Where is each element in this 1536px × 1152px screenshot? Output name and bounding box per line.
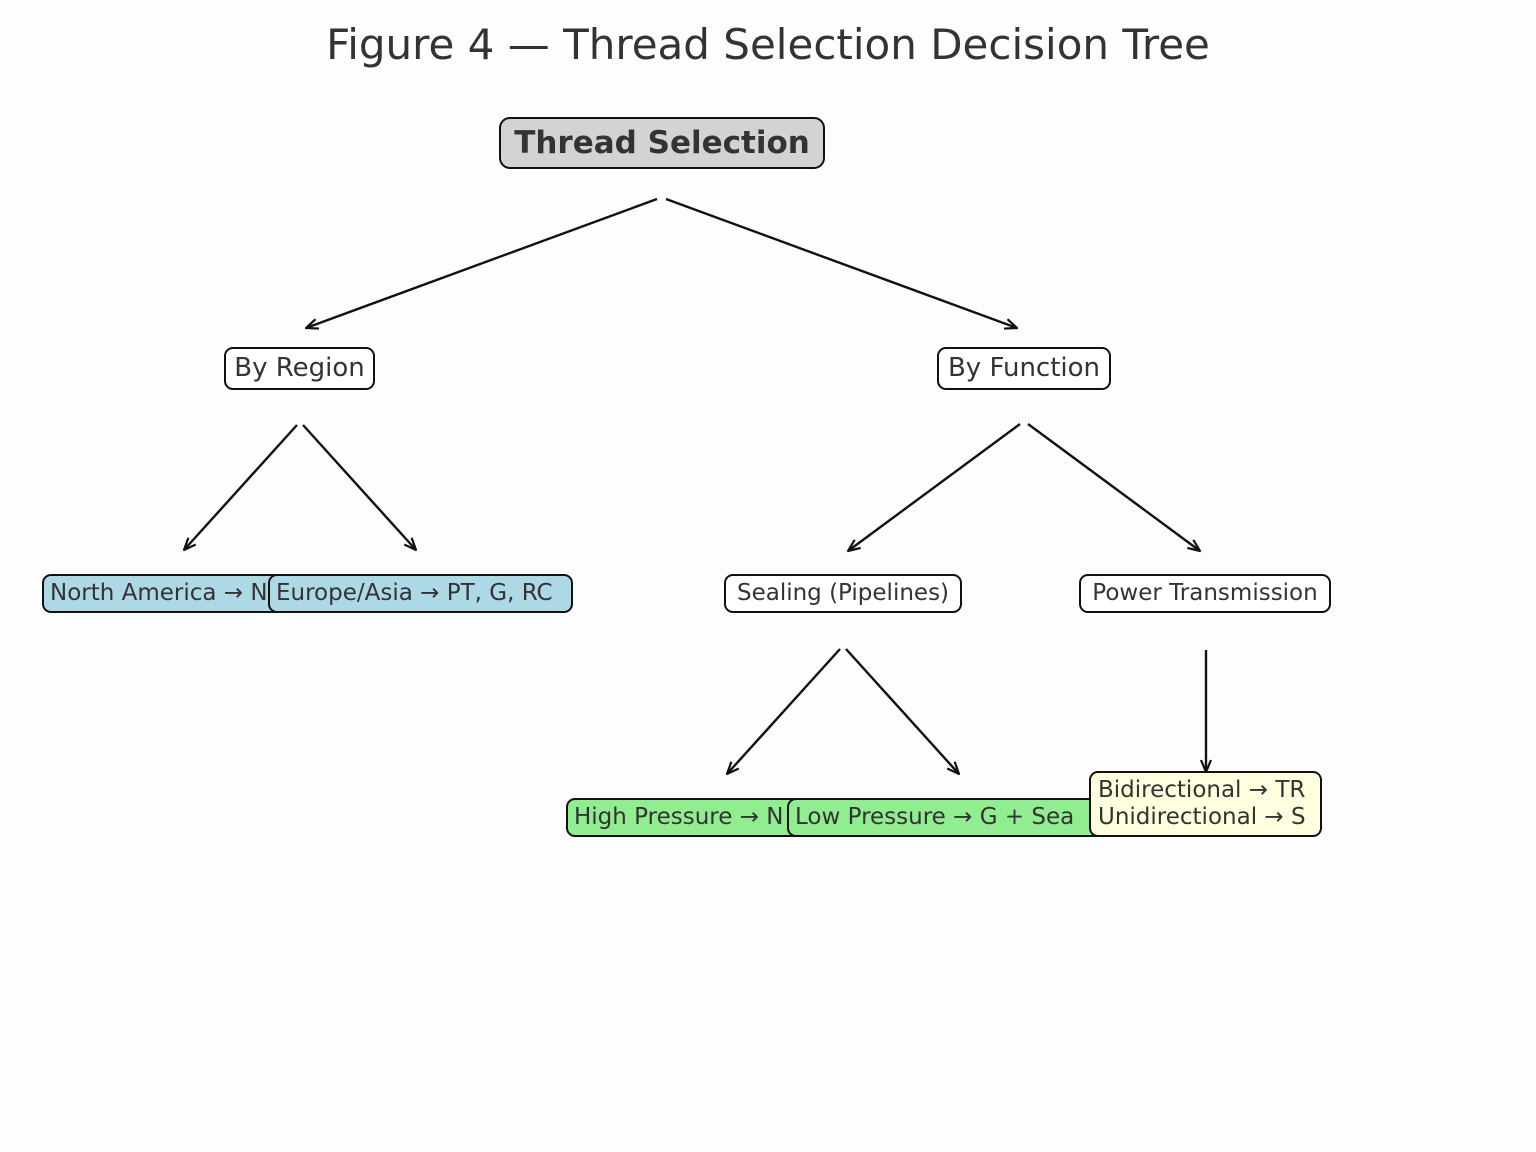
leaf-north-america: North America → N bbox=[42, 574, 310, 613]
edge-region-europe-asia bbox=[302, 424, 416, 550]
node-power-transmission: Power Transmission bbox=[1079, 574, 1331, 613]
root-node-thread-selection: Thread Selection bbox=[499, 117, 825, 169]
leaf-bidirectional-unidirectional: Bidirectional → TR Unidirectional → S bbox=[1089, 771, 1322, 837]
leaf-europe-asia: Europe/Asia → PT, G, RC bbox=[268, 574, 573, 613]
node-by-region: By Region bbox=[224, 347, 375, 390]
edge-sealing-low-pressure bbox=[845, 648, 959, 774]
edge-root-function bbox=[665, 197, 1017, 328]
edge-root-region bbox=[306, 197, 658, 328]
figure-title: Figure 4 — Thread Selection Decision Tre… bbox=[326, 20, 1210, 69]
leaf-high-pressure: High Pressure → N bbox=[566, 798, 872, 837]
edge-sealing-high-pressure bbox=[727, 648, 841, 774]
node-sealing-pipelines: Sealing (Pipelines) bbox=[724, 574, 962, 613]
edge-function-power bbox=[1027, 423, 1200, 551]
leaf-low-pressure: Low Pressure → G + Sea bbox=[787, 798, 1132, 837]
edge-function-sealing bbox=[848, 423, 1021, 551]
node-by-function: By Function bbox=[937, 347, 1111, 390]
edge-region-north-america bbox=[184, 424, 298, 550]
